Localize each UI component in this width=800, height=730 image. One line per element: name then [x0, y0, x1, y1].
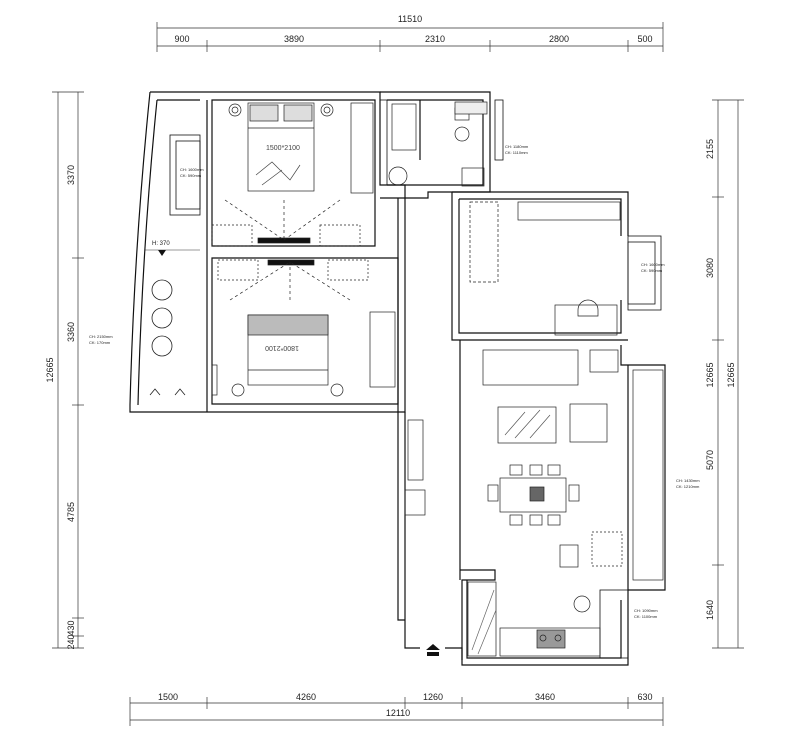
dim-left-1: 3370	[66, 165, 76, 185]
kitchen	[467, 581, 601, 657]
dim-left-2: 3360	[66, 322, 76, 342]
walls	[129, 91, 666, 666]
dim-top-4: 2800	[549, 34, 569, 44]
win-study-h: CH: 1600mm	[641, 262, 665, 267]
win-left-mid-h: CH: 2150mm	[89, 334, 113, 339]
window-frames	[169, 99, 662, 659]
win-kitchen-h: CH: 1090mm	[634, 608, 658, 613]
master-bed	[247, 102, 315, 192]
dim-right-1: 2155	[705, 139, 715, 159]
dim-left-4: 430	[66, 620, 76, 635]
dimension-lines	[52, 22, 744, 726]
balcony-furniture	[149, 279, 186, 396]
dim-right-2: 3080	[705, 258, 715, 278]
win-living-k: CK: 1210mm	[676, 484, 700, 489]
win-study-k: CK: 590mm	[641, 268, 663, 273]
dim-bottom-2: 4260	[296, 692, 316, 702]
win-left-top-h: CH: 1600mm	[180, 167, 204, 172]
dim-left-total: 12665	[45, 357, 55, 382]
dim-bottom-1: 1500	[158, 692, 178, 702]
win-left-top-k: CK: 590mm	[180, 173, 202, 178]
living-room	[404, 349, 664, 581]
dim-top-5: 500	[637, 34, 652, 44]
window-labels: CH: 1600mm CK: 590mm CH: 2150mm CK: 170m…	[89, 144, 700, 619]
dim-bottom-4: 3460	[535, 692, 555, 702]
dim-top-1: 900	[174, 34, 189, 44]
dimension-text: 11510 900 3890 2310 2800 500 1500 4260 1…	[45, 14, 736, 718]
study	[469, 201, 621, 336]
dim-right-4: 1640	[705, 600, 715, 620]
entrance-arrow-icon	[426, 644, 440, 656]
second-bedroom	[211, 259, 396, 397]
dim-top-total: 11510	[398, 14, 422, 24]
dim-bottom-total: 12110	[386, 708, 410, 718]
dim-right-inner: 12665	[705, 362, 715, 387]
dim-left-5: 240	[66, 634, 76, 649]
second-bed-size: 1800*2100	[265, 344, 299, 351]
win-left-mid-k: CK: 170mm	[89, 340, 111, 345]
win-bath-h: CH: 1180mm	[505, 144, 529, 149]
master-bedroom	[211, 102, 374, 247]
dim-top-2: 3890	[284, 34, 304, 44]
win-kitchen-k: CK: 1100mm	[634, 614, 658, 619]
bathroom	[388, 101, 488, 187]
dim-bottom-3: 1260	[423, 692, 443, 702]
h-mark-label: H: 370	[152, 241, 170, 247]
down-arrow-icon	[158, 250, 166, 256]
win-bath-k: CK: 1110mm	[505, 150, 528, 155]
dim-right-total: 12665	[726, 362, 736, 387]
dim-top-3: 2310	[425, 34, 445, 44]
dim-bottom-5: 630	[637, 692, 652, 702]
dim-left-3: 4785	[66, 502, 76, 522]
win-living-h: CH: 1430mm	[676, 478, 700, 483]
height-mark: H: 370	[145, 241, 200, 256]
master-bed-size: 1500*2100	[266, 145, 300, 152]
dim-right-3: 5070	[705, 450, 715, 470]
